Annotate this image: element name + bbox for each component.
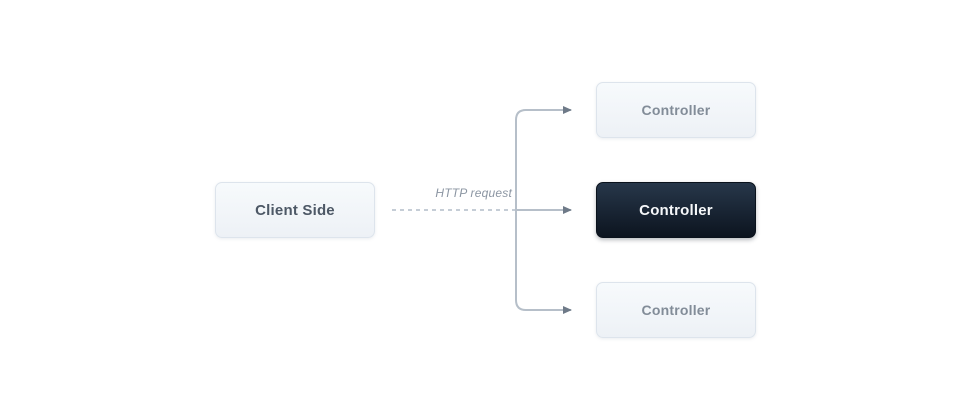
controller-middle-label: Controller [639, 201, 713, 219]
client-side-box[interactable]: Client Side [215, 182, 375, 238]
controller-box-top[interactable]: Controller [596, 82, 756, 138]
controller-top-label: Controller [641, 102, 711, 118]
http-request-label: HTTP request [435, 186, 512, 200]
controller-box-middle[interactable]: Controller [596, 182, 756, 238]
client-side-label: Client Side [255, 201, 335, 219]
controller-box-bottom[interactable]: Controller [596, 282, 756, 338]
branch-trunk-line [515, 109, 527, 311]
controller-bottom-label: Controller [641, 302, 711, 318]
